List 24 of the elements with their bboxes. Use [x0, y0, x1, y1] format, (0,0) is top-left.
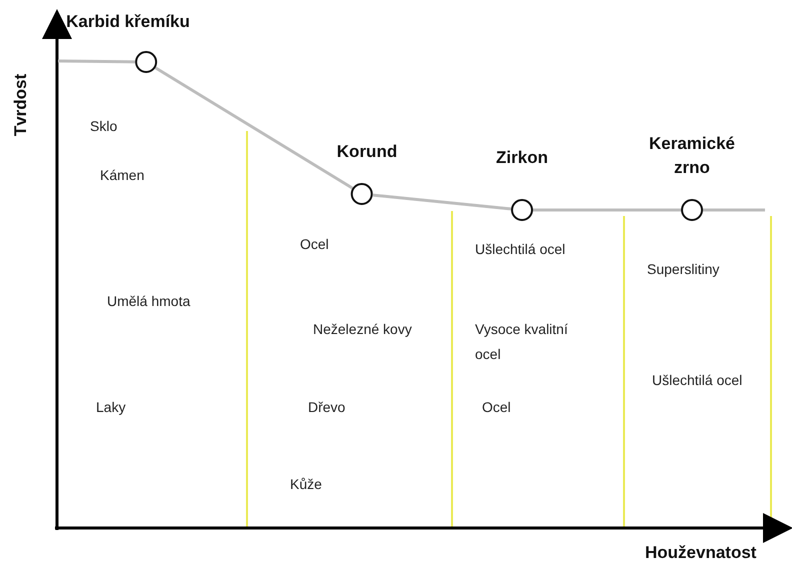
material-label: Kámen [100, 166, 144, 185]
point-heading: Karbid křemíku [66, 11, 190, 34]
material-label: Superslitiny [647, 260, 720, 279]
curve-line [154, 66, 354, 190]
curve-line [58, 60, 136, 64]
curve-line [372, 194, 512, 210]
material-label: Kůže [290, 475, 322, 494]
material-label: Umělá hmota [107, 292, 190, 311]
material-label: Dřevo [308, 398, 346, 417]
material-label: Ocel [482, 398, 511, 417]
axis-title: Houževnatost [645, 543, 756, 563]
point-heading: Zirkon [496, 147, 548, 170]
curve-line [533, 208, 681, 212]
material-label: Vysoce kvalitní ocel [475, 320, 569, 364]
material-label: Ušlechtilá ocel [652, 371, 742, 390]
material-label: Ocel [300, 235, 329, 254]
axis-title: Tvrdost [11, 74, 32, 136]
material-label: Laky [96, 398, 126, 417]
material-label: Neželezné kovy [313, 320, 412, 339]
material-label: Sklo [90, 117, 118, 136]
point-heading: Korund [336, 141, 398, 164]
point-heading: Keramické zrno [648, 132, 736, 180]
material-label: Ušlechtilá ocel [475, 240, 566, 259]
curve-line [703, 208, 765, 212]
